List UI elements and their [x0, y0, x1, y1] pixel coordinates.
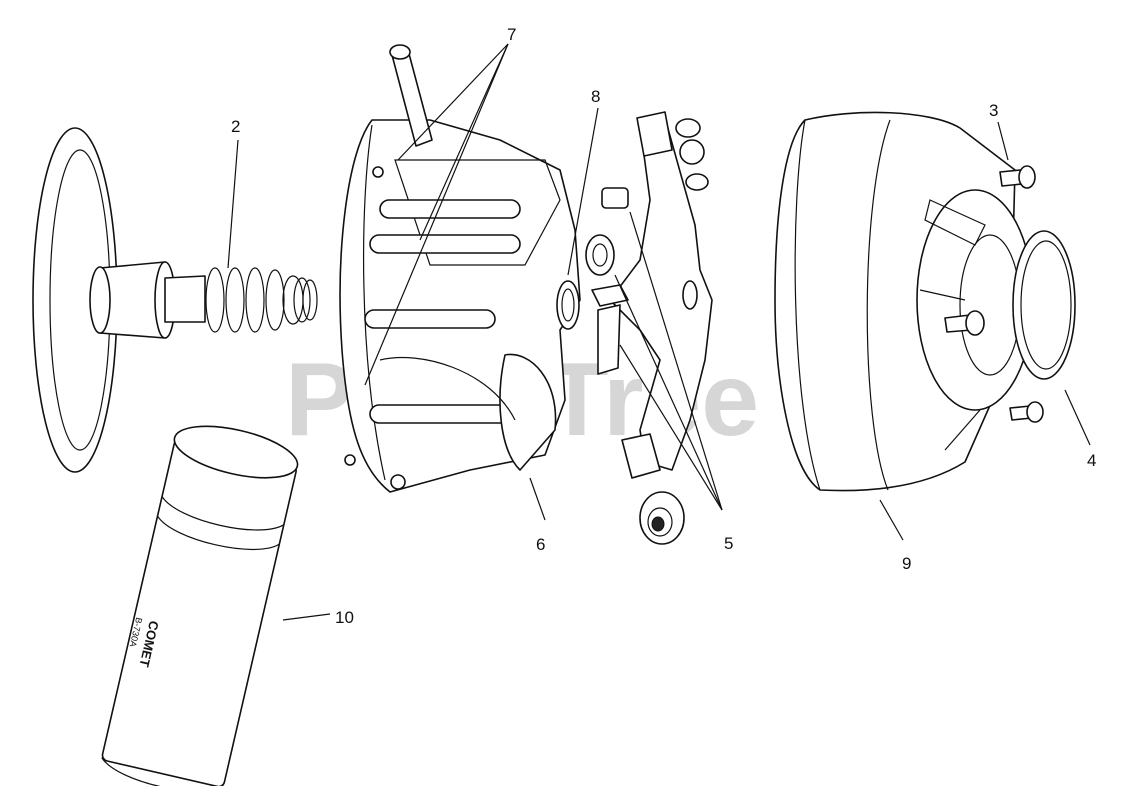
part-5-spider-arm [585, 111, 713, 479]
part-6-movable-sheave [339, 119, 581, 493]
callout-3: 3 [989, 101, 998, 120]
callout-5: 5 [724, 534, 733, 553]
callout-9: 9 [902, 554, 911, 573]
leader-7a [397, 43, 509, 161]
part-2-fixed-sheave [32, 127, 206, 473]
callout-2: 2 [231, 117, 240, 136]
callout-4: 4 [1087, 451, 1096, 470]
leader-5c [619, 344, 723, 511]
callout-6: 6 [536, 535, 545, 554]
part-3-bolt [944, 165, 1044, 423]
part-5-roller-spring [639, 491, 685, 545]
leader-7c [364, 43, 509, 386]
leader-6 [529, 477, 546, 521]
leader-5b [614, 274, 723, 511]
leader-3 [997, 121, 1009, 161]
leader-7b [419, 43, 509, 241]
leader-8 [567, 107, 599, 276]
part-7-pin [389, 44, 433, 147]
part-10-can: COMET B-730A [101, 425, 299, 786]
leader-lines [227, 43, 1091, 621]
callout-7: 7 [507, 25, 516, 44]
leader-5a [629, 211, 723, 511]
leader-10 [282, 613, 331, 621]
part-2-spring [205, 267, 318, 333]
leader-9 [879, 499, 904, 541]
part-9-cover [774, 111, 1034, 492]
callout-8: 8 [591, 87, 600, 106]
callout-10: 10 [335, 608, 354, 627]
leader-4 [1064, 389, 1091, 446]
callouts: 2 3 4 5 6 7 8 9 10 [231, 25, 1096, 627]
part-4-cap [1012, 230, 1076, 380]
leader-2 [227, 139, 239, 269]
part-8-washer [556, 280, 580, 330]
